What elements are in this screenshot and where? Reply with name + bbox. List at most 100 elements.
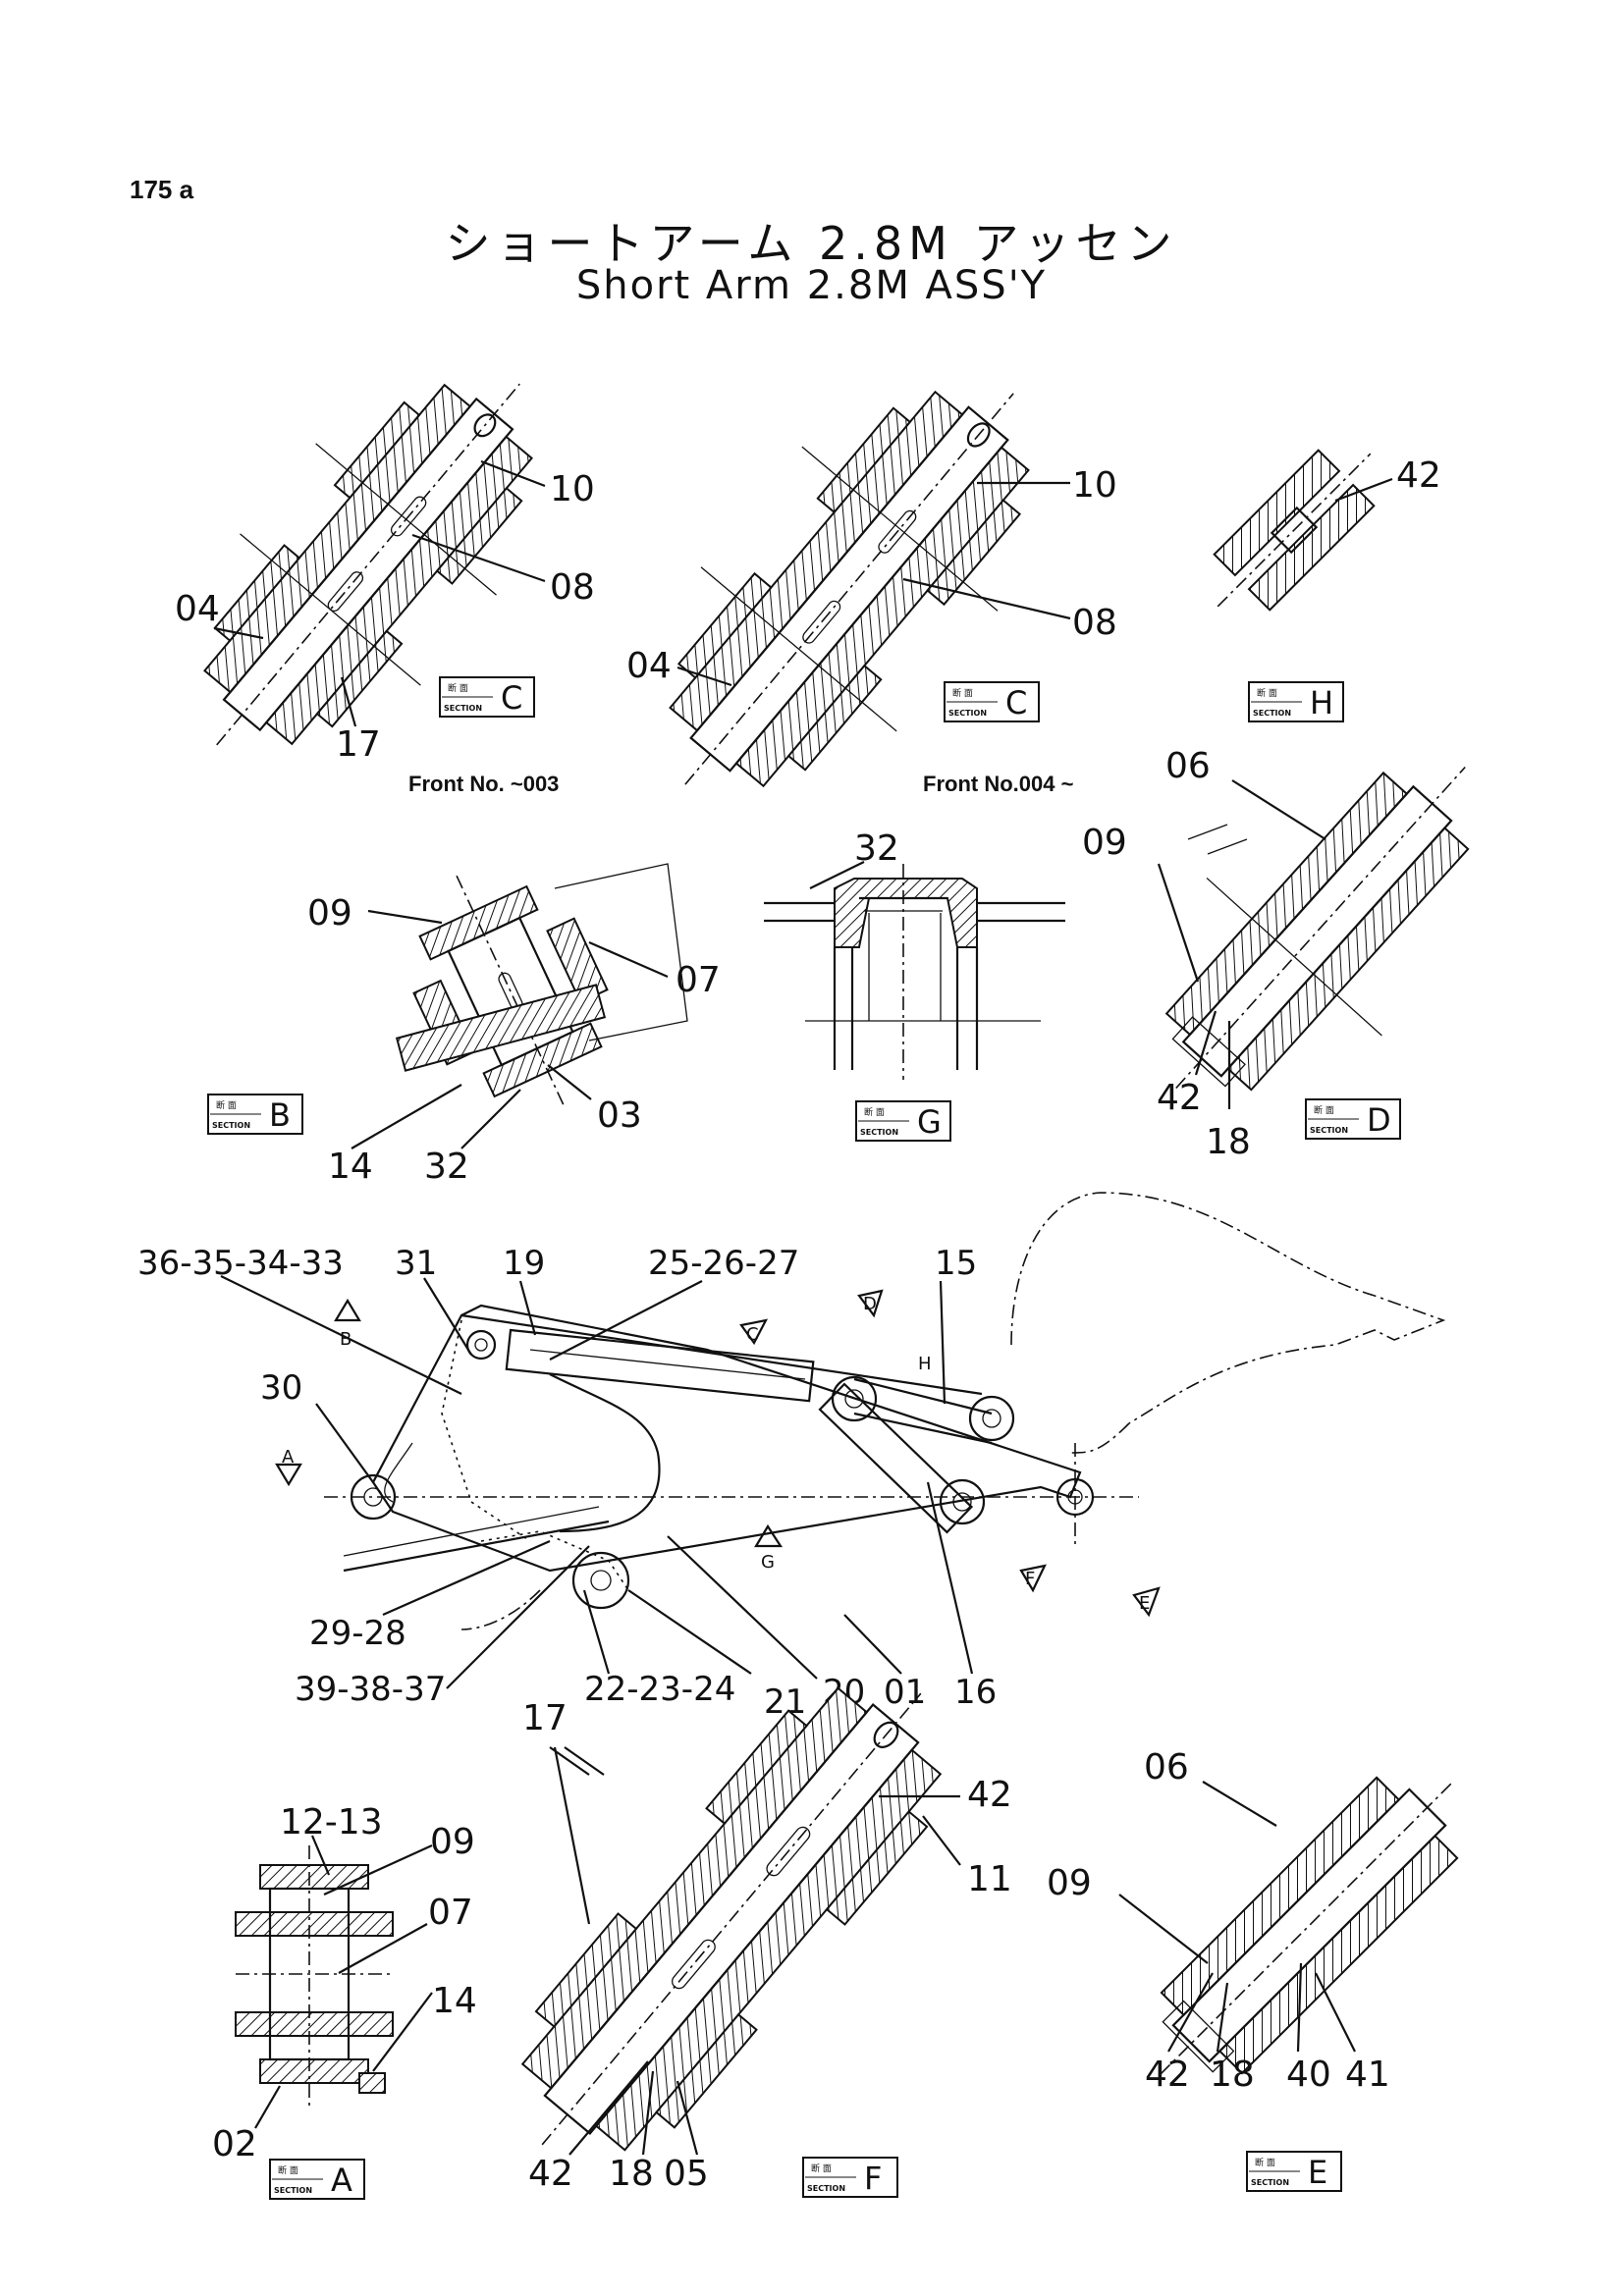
view-marker-c: C: [739, 1318, 769, 1346]
svg-text:C: C: [501, 679, 522, 717]
callout-11: 11: [967, 1859, 1012, 1899]
callout-15: 15: [935, 1244, 977, 1283]
callout-29-28: 29-28: [309, 1614, 406, 1653]
callout-10: 10: [1072, 465, 1117, 506]
svg-text:D: D: [863, 1294, 877, 1314]
callout-40: 40: [1286, 2055, 1331, 2095]
svg-text:G: G: [917, 1103, 942, 1141]
svg-text:断 面: 断 面: [811, 2163, 832, 2174]
view-marker-g: G: [754, 1523, 784, 1573]
callout-22-23-24: 22-23-24: [584, 1670, 735, 1709]
svg-text:A: A: [282, 1447, 295, 1468]
svg-text:SECTION: SECTION: [444, 704, 482, 713]
svg-text:F: F: [1025, 1569, 1035, 1589]
callout-14: 14: [328, 1147, 373, 1187]
view-marker-f: F: [1019, 1564, 1047, 1593]
callout-39-38-37: 39-38-37: [295, 1670, 446, 1709]
svg-text:E: E: [1308, 2154, 1327, 2191]
title-english: Short Arm 2.8M ASS'Y: [575, 263, 1048, 308]
svg-text:C: C: [746, 1324, 759, 1345]
callout-42: 42: [967, 1775, 1012, 1815]
svg-text:断 面: 断 面: [1255, 2157, 1275, 2168]
section-e-badge: 断 面 SECTION E: [1246, 2151, 1342, 2192]
section-g-view: 32 断 面 SECTION G: [764, 828, 1065, 1142]
section-c-early-view: 10 08 04 17 断 面 SECTION C: [175, 383, 595, 765]
section-h-badge: 断 面 SECTION H: [1248, 681, 1344, 722]
view-marker-d: D: [857, 1289, 884, 1318]
section-f-badge: 断 面 SECTION F: [802, 2157, 898, 2198]
svg-text:断 面: 断 面: [1257, 687, 1277, 699]
callout-07: 07: [428, 1893, 473, 1933]
svg-text:C: C: [1005, 684, 1027, 721]
callout-31: 31: [395, 1244, 437, 1283]
svg-text:B: B: [340, 1329, 352, 1350]
section-c-late-view: 10 08 04 断 面 SECTION C: [626, 390, 1117, 788]
callout-03: 03: [597, 1095, 642, 1136]
callout-09: 09: [1047, 1863, 1092, 1903]
view-marker-a: A: [275, 1447, 302, 1487]
section-h-view: 42 断 面 SECTION H: [1213, 449, 1441, 722]
front-number-note-early: Front No. ~003: [408, 772, 560, 796]
svg-text:A: A: [331, 2162, 352, 2199]
callout-12-13: 12-13: [280, 1802, 383, 1842]
view-marker-h: H: [918, 1354, 932, 1374]
callout-18: 18: [1206, 1122, 1251, 1162]
svg-text:SECTION: SECTION: [274, 2186, 312, 2195]
callout-02: 02: [212, 2124, 257, 2164]
callout-08: 08: [1072, 603, 1117, 643]
callout-32: 32: [424, 1147, 469, 1187]
callout-18: 18: [609, 2154, 654, 2194]
svg-text:E: E: [1139, 1593, 1150, 1614]
svg-text:H: H: [918, 1354, 932, 1374]
svg-text:F: F: [864, 2160, 882, 2197]
section-a-badge: 断 面 SECTION A: [269, 2159, 365, 2200]
callout-36-35-34-33: 36-35-34-33: [137, 1244, 344, 1283]
section-g-badge: 断 面 SECTION G: [855, 1100, 951, 1142]
callout-07: 07: [676, 960, 721, 1000]
svg-text:SECTION: SECTION: [1310, 1126, 1348, 1135]
callout-04: 04: [175, 589, 220, 629]
section-e-view: 06 09 42 18 40 41 断 面 SECTION E: [1047, 1747, 1459, 2192]
svg-text:断 面: 断 面: [952, 687, 973, 699]
callout-01: 01: [884, 1673, 926, 1712]
section-f-view: 17 42 11 42 18 05 断 面 SECTION F: [520, 1686, 1012, 2198]
callout-17: 17: [522, 1698, 568, 1738]
section-c-badge: 断 面 SECTION C: [944, 681, 1040, 722]
svg-text:断 面: 断 面: [278, 2164, 298, 2176]
svg-text:SECTION: SECTION: [1253, 709, 1291, 718]
callout-42: 42: [1396, 455, 1441, 496]
section-d-view: 06 09 42 18 断 面 SECTION D: [1082, 746, 1470, 1162]
svg-text:SECTION: SECTION: [212, 1121, 250, 1130]
svg-text:断 面: 断 面: [864, 1106, 885, 1118]
view-marker-b: B: [334, 1298, 361, 1350]
callout-42: 42: [528, 2154, 573, 2194]
section-a-view: 12-13 09 07 14 02 断 面 SECTION A: [212, 1802, 477, 2200]
svg-text:H: H: [1310, 684, 1333, 721]
svg-text:SECTION: SECTION: [948, 709, 987, 718]
callout-32: 32: [854, 828, 899, 869]
callout-06: 06: [1165, 746, 1211, 786]
svg-text:断 面: 断 面: [216, 1099, 237, 1111]
svg-text:B: B: [269, 1096, 291, 1134]
callout-08: 08: [550, 567, 595, 608]
svg-text:断 面: 断 面: [1314, 1104, 1334, 1116]
svg-text:SECTION: SECTION: [860, 1128, 898, 1137]
section-b-view: 09 07 03 14 32 断 面 SECTION B: [207, 863, 721, 1187]
callout-04: 04: [626, 646, 672, 686]
svg-text:G: G: [761, 1552, 775, 1573]
callout-41: 41: [1345, 2055, 1390, 2095]
section-d-badge: 断 面 SECTION D: [1305, 1098, 1401, 1140]
section-b-badge: 断 面 SECTION B: [207, 1094, 303, 1135]
callout-09: 09: [1082, 823, 1127, 863]
callout-19: 19: [503, 1244, 545, 1283]
callout-09: 09: [307, 893, 352, 934]
callout-16: 16: [954, 1673, 997, 1712]
callout-42: 42: [1145, 2055, 1190, 2095]
svg-text:D: D: [1367, 1101, 1391, 1139]
svg-text:SECTION: SECTION: [1251, 2178, 1289, 2187]
callout-30: 30: [260, 1368, 302, 1408]
callout-09: 09: [430, 1822, 475, 1862]
main-arm-assembly-view: B A C D H G F: [137, 1192, 1446, 1722]
